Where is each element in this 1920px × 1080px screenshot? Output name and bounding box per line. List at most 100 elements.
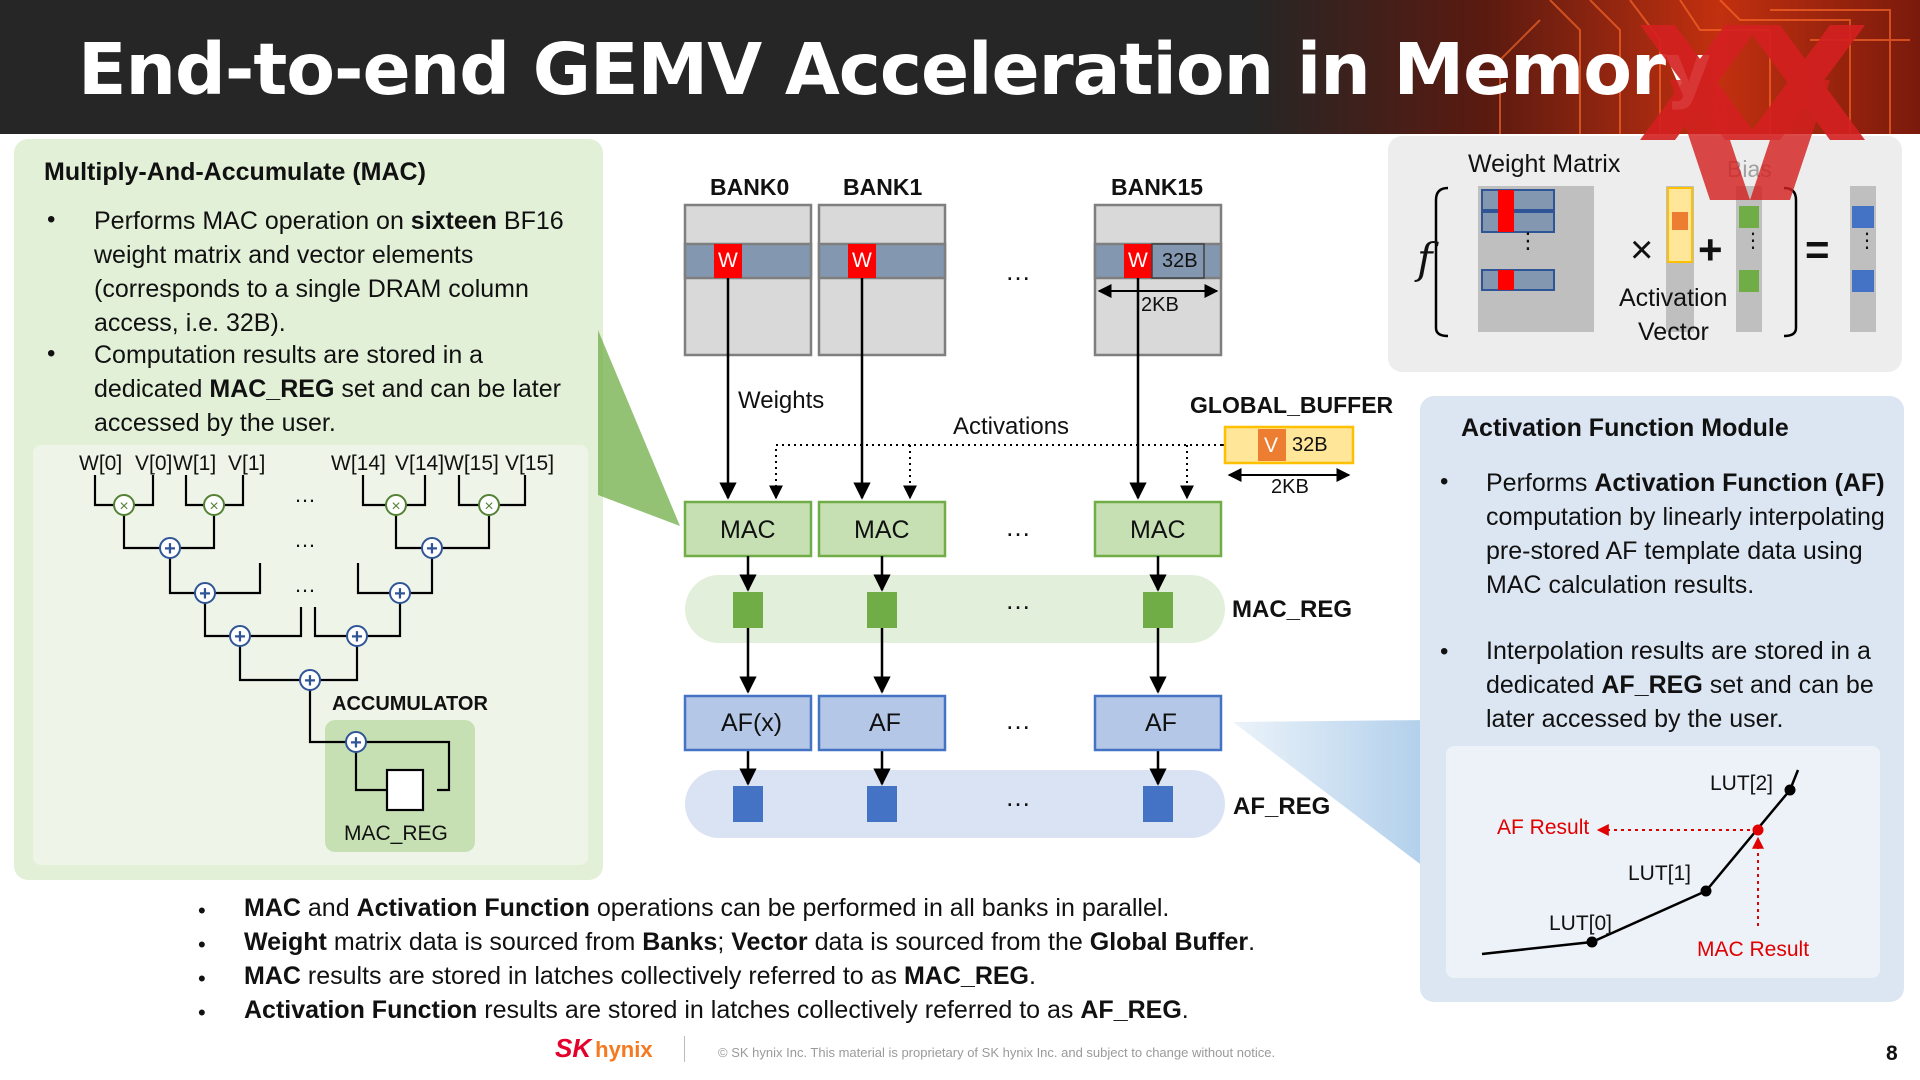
label-v1: V[1]: [228, 452, 266, 475]
logo-hynix-text: hynix: [595, 1037, 653, 1062]
text-span: set and can be later accessed by the use…: [1486, 671, 1874, 733]
mac-reg-label: MAC_REG: [1232, 596, 1353, 623]
svg-text:+: +: [351, 626, 363, 648]
panel-callout-right: [1233, 720, 1428, 870]
label-w14: W[14]: [331, 452, 386, 475]
times-operator: ×: [1630, 228, 1654, 272]
bullet-dot: •: [47, 206, 56, 233]
lut1-label: LUT[1]: [1628, 862, 1692, 885]
tree-ellipsis: …: [294, 527, 316, 552]
bank1-label: BANK1: [843, 174, 923, 200]
bullet-dot: •: [198, 1000, 206, 1025]
bank0-label: BANK0: [710, 174, 790, 200]
af-ellipsis: …: [1005, 705, 1031, 735]
bold-text: Activation Function (AF): [1594, 469, 1885, 497]
bullet-dot: •: [198, 966, 206, 991]
bullet-dot: •: [198, 898, 206, 923]
bold-text: sixteen: [410, 207, 497, 235]
mac-result-label: MAC Result: [1697, 938, 1810, 961]
mac-ellipsis: …: [1005, 512, 1031, 542]
bottom-bullet-1: MAC and Activation Function operations c…: [244, 894, 1169, 923]
svg-text:+: +: [304, 670, 316, 692]
text-span: set and can be later accessed by the use…: [94, 375, 561, 437]
vector-label: Vector: [1638, 318, 1709, 346]
svg-text:×: ×: [209, 498, 218, 515]
af-unit-bank0: AF(x): [721, 709, 783, 737]
label-v0: V[0]: [135, 452, 173, 475]
text-span: computation by linearly interpolating pr…: [1486, 503, 1885, 599]
copyright-notice: © SK hynix Inc. This material is proprie…: [718, 1045, 1276, 1060]
weight-matrix-label: Weight Matrix: [1468, 150, 1621, 178]
bold-text: MAC_REG: [903, 962, 1029, 990]
label-w15: W[15]: [444, 452, 499, 475]
bullet-dot: •: [1440, 468, 1449, 495]
bullet-dot: •: [1440, 638, 1449, 665]
bank-diagram: [683, 203, 1355, 838]
bank0-weight-label: W: [718, 249, 738, 272]
weight-matrix-panel: [1388, 136, 1902, 372]
activation-label: Activation: [1619, 284, 1728, 312]
global-buffer-32b-label: 32B: [1292, 434, 1328, 456]
bold-text: MAC: [244, 894, 301, 922]
svg-text:+: +: [199, 583, 211, 605]
logo-sk-text: SK: [555, 1033, 592, 1063]
svg-text:×: ×: [391, 498, 400, 515]
mac-unit-bank1: MAC: [854, 516, 910, 544]
plus-operator: +: [1698, 226, 1723, 273]
tree-ellipsis: …: [294, 482, 316, 507]
svg-text:+: +: [234, 626, 246, 648]
label-w1: W[1]: [173, 452, 217, 475]
panel-callout-left: [598, 330, 680, 526]
mac-bullet-2: Computation results are stored in a dedi…: [94, 338, 584, 440]
bold-text: Vector: [731, 928, 808, 956]
mac-unit-bank0: MAC: [720, 516, 776, 544]
global-buffer-label: GLOBAL_BUFFER: [1190, 392, 1394, 418]
text-span: Performs MAC operation on: [94, 207, 411, 235]
lut2-label: LUT[2]: [1710, 772, 1774, 795]
bias-vdots: ⋮: [1743, 230, 1763, 252]
lut0-label: LUT[0]: [1549, 912, 1613, 935]
af-unit-bank15: AF: [1145, 709, 1177, 737]
bullet-dot: •: [47, 340, 56, 367]
svg-text:×: ×: [484, 498, 493, 515]
bank15-label: BANK15: [1111, 174, 1204, 200]
af-bullet-1: Performs Activation Function (AF) comput…: [1486, 466, 1896, 602]
svg-text:+: +: [350, 732, 362, 754]
gemv-equation-diagram: [1434, 186, 1876, 338]
label-w0: W[0]: [79, 452, 123, 475]
bank-ellipsis: …: [1005, 256, 1031, 286]
svg-text:+: +: [164, 538, 176, 560]
af-reg-ellipsis: …: [1005, 782, 1031, 812]
bold-text: Activation Function: [356, 894, 590, 922]
af-panel-title: Activation Function Module: [1461, 414, 1789, 442]
accumulator-label: ACCUMULATOR: [332, 693, 488, 715]
global-buffer-v-label: V: [1264, 434, 1279, 457]
bottom-bullet-4: Activation Function results are stored i…: [244, 996, 1189, 1025]
text-span: results are stored in latches collective…: [477, 996, 1081, 1024]
text-span: Computation results are stored in a dedi…: [94, 341, 484, 403]
page-title: End-to-end GEMV Acceleration in Memory: [78, 28, 1711, 111]
af-interpolation-chart: [1446, 746, 1880, 978]
bank1-weight-label: W: [852, 249, 872, 272]
bold-text: MAC: [244, 962, 301, 990]
mac-reg-tree-label: MAC_REG: [344, 822, 448, 845]
equals-operator: =: [1805, 226, 1830, 273]
svg-text:×: ×: [119, 498, 128, 515]
bold-text: Activation Function: [244, 996, 478, 1024]
activations-label: Activations: [953, 413, 1070, 440]
label-v15: V[15]: [505, 452, 555, 475]
weights-label: Weights: [738, 387, 825, 414]
function-symbol: f: [1417, 234, 1433, 283]
bank15-weight-label: W: [1128, 249, 1148, 272]
text-span: data is sourced from the: [807, 928, 1090, 956]
text-span: results are stored in latches collective…: [300, 962, 904, 990]
tree-ellipsis: …: [294, 572, 316, 597]
bullet-dot: •: [198, 932, 206, 957]
af-interpolation-plot: [1481, 769, 1800, 956]
bold-text: Weight: [244, 928, 327, 956]
text-span: Interpolation results are stored in a de…: [1486, 637, 1871, 699]
text-span: .: [1181, 996, 1189, 1024]
bold-text: Banks: [642, 928, 718, 956]
svg-text:+: +: [394, 583, 406, 605]
af-result-label: AF Result: [1497, 816, 1590, 839]
